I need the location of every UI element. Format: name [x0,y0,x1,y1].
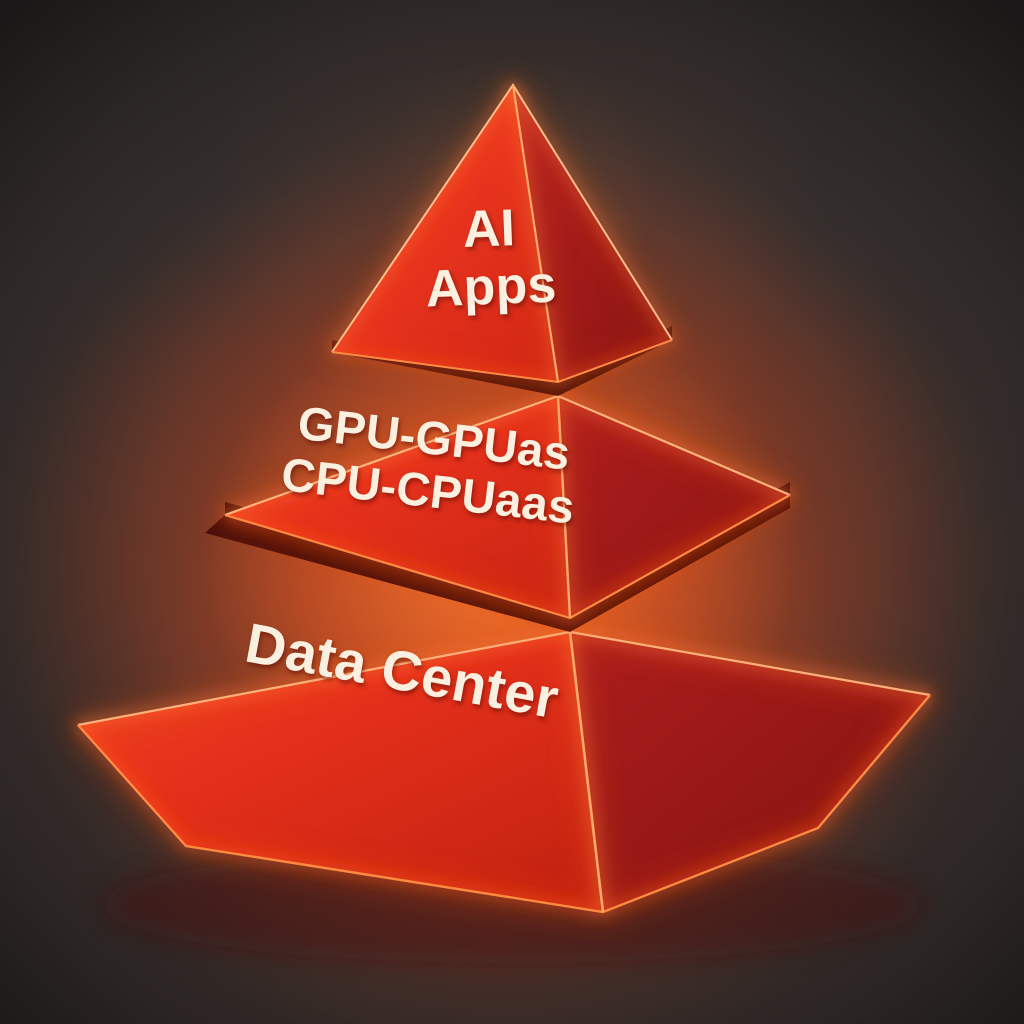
step-shadow-band-top [332,326,672,396]
tier-middle-right-face [558,396,790,618]
tier-middle-front-edge [556,395,572,619]
tier-middle [223,391,792,623]
tier-middle-left-face [225,396,570,618]
tier-base-right-face [570,632,930,912]
tier-apex-left-face [332,85,558,382]
contact-shadow [102,847,922,963]
tier-apex-right-face [513,85,672,382]
step-top-middle [332,326,672,396]
tier-base [74,627,934,917]
tier-base-front-edge [568,631,605,913]
tier-apex [329,78,675,386]
tier-apex-front-edge [511,84,560,383]
